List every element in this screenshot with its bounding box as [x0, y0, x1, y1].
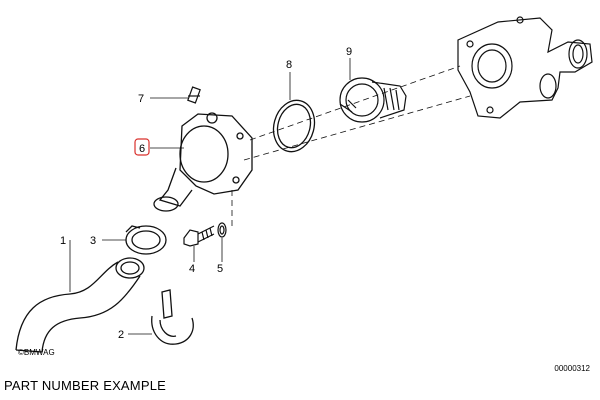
- hose-clamp: [125, 225, 167, 255]
- copyright-mark: ©BMWAG: [18, 348, 55, 357]
- thermostat: [339, 77, 407, 123]
- sealing-ring: [272, 99, 316, 153]
- thermostat-cover: [153, 112, 253, 212]
- callout-5: 5: [217, 263, 223, 275]
- washer: [217, 222, 227, 238]
- callout-8: 8: [286, 59, 292, 71]
- callout-4: 4: [189, 263, 195, 275]
- leader-lines: [69, 58, 351, 335]
- callout-6-highlight: [134, 138, 150, 156]
- alignment-lines: [231, 65, 471, 230]
- thermostat-housing: [457, 16, 593, 119]
- callout-3: 3: [90, 235, 96, 247]
- callout-2: 2: [118, 329, 124, 341]
- caption: PART NUMBER EXAMPLE: [4, 378, 167, 393]
- document-number: 00000312: [554, 364, 590, 373]
- coolant-hose: [15, 257, 145, 353]
- callout-1: 1: [60, 235, 66, 247]
- bolt: [183, 225, 215, 247]
- callout-7: 7: [138, 93, 144, 105]
- callout-6: 6: [139, 143, 145, 155]
- bleeder-screw: [187, 86, 201, 104]
- callout-9: 9: [346, 46, 352, 58]
- bracket: [151, 289, 194, 345]
